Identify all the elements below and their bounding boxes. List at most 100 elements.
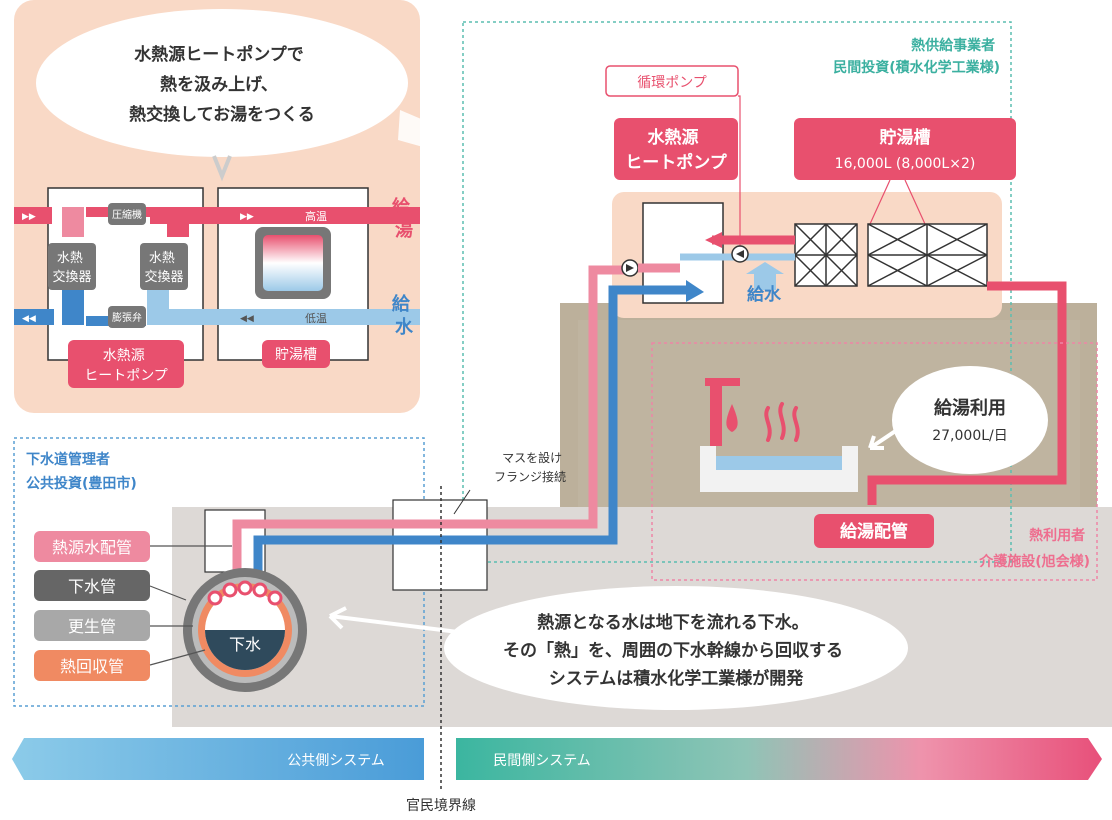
- provider-role: 熱供給事業者: [911, 37, 995, 54]
- inset-compressor-label: 圧縮機: [112, 208, 142, 221]
- legend-renewal-pipe-label: 更生管: [68, 617, 116, 636]
- joint-leader-line: [453, 489, 471, 515]
- inset-heat-pump-label-box: [68, 340, 184, 388]
- storage-tank-1: [794, 223, 858, 287]
- public-system-arrow: [12, 738, 424, 780]
- provider-tank-capacity: 16,000L (8,000L×2): [835, 156, 976, 172]
- inset-loop-left-cold: [62, 287, 84, 325]
- tank-leader-lines: [869, 179, 926, 225]
- svg-text:給 水: 給 水: [392, 293, 416, 338]
- svg-text:水熱源 ヒートポンプ: 水熱源 ヒートポンプ: [625, 127, 727, 173]
- explanation-pointer-icon: [328, 606, 459, 634]
- storage-tank-2: [867, 223, 988, 287]
- legend-renewal-pipe: [34, 610, 150, 641]
- provider-tank-label-box: [794, 118, 1016, 180]
- explanation-bubble: [444, 586, 908, 710]
- inset-tank-label-box: [262, 340, 330, 368]
- inset-flow-arrows-cold-2: ◀◀: [240, 314, 254, 324]
- user-role: 熱利用者: [1029, 527, 1085, 544]
- svg-text:給 湯: 給 湯: [392, 196, 416, 241]
- inset-low-temp-label: 低温: [305, 312, 327, 325]
- inset-hot-line-left: [14, 207, 52, 224]
- svg-text:熱利用者 介護施設(旭会様): 熱利用者 介護施設(旭会様): [978, 527, 1090, 570]
- svg-text:熱源となる水は地下を流れる下水。 その「熱」を、周囲: 熱源となる水は地下を流れる下水。 その「熱」を、周囲の下水幹線から回収する シス…: [503, 612, 849, 689]
- svg-text:水熱源ヒートポンプで 熱を汲み上げ、 熱交換: 水熱源ヒートポンプで 熱を汲み上げ、 熱交換してお湯をつくる: [129, 44, 315, 125]
- source-blue-return-arrow: [686, 280, 704, 302]
- sewer-manager: 下水道管理者: [26, 451, 110, 468]
- inset-flow-arrows-hot-2: ▶▶: [240, 212, 254, 222]
- inset-supply-hot-1: 給: [392, 196, 411, 218]
- explanation-line-1: 熱源となる水は地下を流れる下水。: [537, 612, 809, 633]
- hot-supply-pipe: [867, 281, 1067, 505]
- inset-down-arrow-icon: [212, 155, 232, 182]
- inset-exchanger-right-line-2: 交換器: [144, 269, 183, 285]
- inset-flow-arrows-hot: ▶▶: [22, 212, 36, 222]
- bath-water: [716, 456, 842, 470]
- svg-text:熱供給事業者 民間投資(積水化学工業様): 熱供給事業者 民間投資(積水化学工業様): [833, 37, 1000, 76]
- explanation-line-3: システムは積水化学工業様が開発: [549, 668, 804, 689]
- private-system-label: 民間側システム: [493, 753, 591, 769]
- legend-sewer-pipe: [34, 570, 150, 601]
- water-supply-arrow-icon: [746, 262, 784, 290]
- pump-label-box: [605, 65, 739, 97]
- public-system-label: 公共側システム: [287, 753, 385, 769]
- inset-high-temp-label: 高温: [305, 209, 327, 223]
- inset-supply-water-2: 水: [395, 316, 414, 338]
- sewer-boundary: [13, 437, 425, 707]
- provider-boundary: [462, 21, 1012, 563]
- inset-loop-right-hot: [167, 207, 189, 237]
- inset-heat-pump-label-1: 水熱源: [103, 348, 145, 364]
- inset-expansion-valve: [108, 306, 146, 328]
- provider-investment: 民間投資(積水化学工業様): [833, 59, 1000, 76]
- legend-heat-recovery-pipe: [34, 650, 150, 681]
- bathtub-icon: [700, 446, 858, 492]
- boundary-label: 官民境界線: [406, 798, 476, 814]
- private-system-arrow: [456, 738, 1102, 780]
- sewer-water-label: 下水: [229, 635, 261, 654]
- inset-bubble-line-1: 水熱源ヒートポンプで: [134, 44, 304, 65]
- svg-text:水熱 交換器: 水熱 交換器: [144, 251, 183, 285]
- joint-label-2: フランジ接続: [494, 469, 566, 484]
- pump-label: 循環ポンプ: [637, 75, 707, 91]
- hot-drop-icon: [726, 404, 738, 432]
- inset-loop-left-hot: [62, 207, 84, 237]
- user-boundary: [651, 342, 1098, 581]
- legend-source-water-pipe-label: 熱源水配管: [52, 538, 132, 557]
- svg-text:下水道管理者 公共投資(豊田市): 下水道管理者 公共投資(豊田市): [26, 451, 137, 492]
- inset-exchanger-right-line-1: 水熱: [149, 251, 175, 266]
- provider-hp-label-box: [614, 118, 738, 180]
- manhole-shaft-right: [392, 499, 488, 591]
- inset-exchanger-left: [48, 243, 96, 290]
- inset-tank-water: [263, 235, 323, 291]
- legend-leader-lines: [149, 545, 232, 666]
- inset-speech-bubble: [36, 9, 408, 157]
- pump-icon-arrow: [736, 250, 744, 258]
- inset-hot-line: [150, 207, 420, 224]
- inset-tank-label: 貯湯槽: [275, 346, 317, 363]
- provider-hp-label-1: 水熱源: [648, 127, 699, 148]
- usage-pointer-arrow-icon: [868, 426, 902, 450]
- hot-pipe-label: 給湯配管: [840, 521, 908, 542]
- source-pump-icon-arrow: [626, 264, 634, 272]
- inset-exchanger-left-line-2: 交換器: [52, 269, 91, 285]
- inset-compressor: [108, 203, 146, 225]
- water-supply-label: 給水: [747, 284, 782, 305]
- usage-amount: 27,000L/日: [932, 428, 1008, 444]
- explanation-line-2: その「熱」を、周囲の下水幹線から回収する: [503, 640, 843, 661]
- inset-heat-pump-label-2: ヒートポンプ: [84, 368, 168, 384]
- inset-expansion-valve-label: 膨張弁: [112, 311, 142, 324]
- joint-label-1: マスを設け: [502, 450, 562, 465]
- provider-tank-title: 貯湯槽: [880, 127, 931, 148]
- inset-cold-line-left: [14, 309, 54, 325]
- svg-text:水熱源 ヒートポンプ: 水熱源 ヒートポンプ: [84, 348, 168, 384]
- user-facility: 介護施設(旭会様): [978, 553, 1090, 570]
- sewer-investment: 公共投資(豊田市): [26, 475, 137, 492]
- legend-sewer-pipe-label: 下水管: [68, 577, 116, 596]
- inset-bubble-line-3: 熱交換してお湯をつくる: [129, 104, 315, 125]
- svg-text:マスを設け フランジ接続: マスを設け フランジ接続: [494, 450, 566, 484]
- hot-pipe-label-box: [814, 514, 934, 548]
- svg-text:水熱 交換器: 水熱 交換器: [52, 251, 91, 285]
- pump-leader-line: [738, 95, 741, 250]
- steam-icon: [764, 402, 800, 442]
